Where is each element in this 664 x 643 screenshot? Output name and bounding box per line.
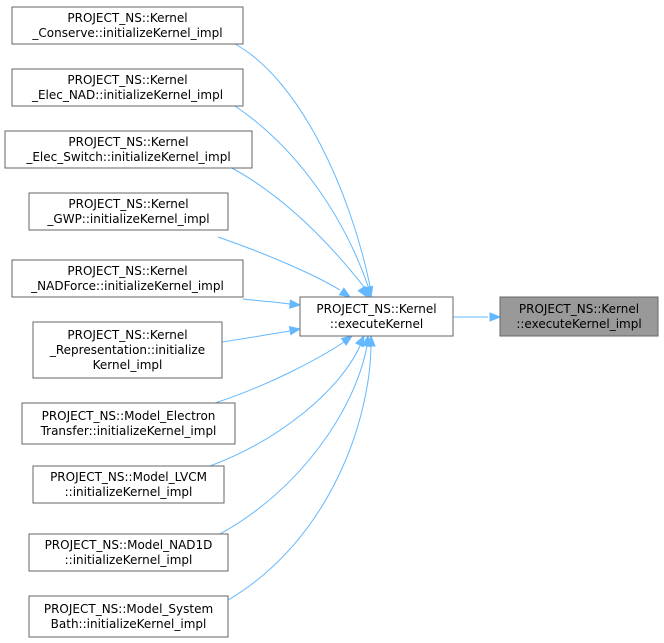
arrowhead [357, 285, 368, 299]
edge-c10-to-hub [227, 334, 376, 601]
node-label-line: PROJECT_NS::Kernel [67, 11, 187, 25]
edge-line [234, 105, 369, 287]
node-box [299, 296, 454, 337]
arrowhead [340, 335, 354, 346]
caller-node-1[interactable]: PROJECT_NS::Kernel_Conserve::initializeK… [11, 6, 244, 45]
node-label-line: PROJECT_NS::Kernel [67, 264, 187, 278]
caller-node-2[interactable]: PROJECT_NS::Kernel_Elec_NAD::initializeK… [11, 68, 244, 107]
edge-c8-to-hub [209, 334, 365, 467]
node-box [28, 595, 229, 638]
node-label-line: PROJECT_NS::Kernel [316, 302, 436, 316]
caller-node-4[interactable]: PROJECT_NS::Kernel_GWP::initializeKernel… [28, 192, 229, 231]
caller-node-10[interactable]: PROJECT_NS::Model_SystemBath::initialize… [28, 595, 229, 638]
arrowhead [289, 299, 302, 309]
arrowhead [366, 334, 376, 347]
caller-node-9[interactable]: PROJECT_NS::Model_NAD1D::initializeKerne… [28, 533, 229, 572]
node-label-line: _Conserve::initializeKernel_impl [31, 26, 222, 40]
node-box [499, 296, 659, 337]
node-label-line: _Representation::initialize [49, 343, 205, 357]
node-box [11, 259, 244, 298]
node-label-line: ::executeKernel_impl [516, 317, 641, 331]
nodes: PROJECT_NS::Kernel_Conserve::initializeK… [4, 6, 659, 638]
edges [209, 43, 502, 601]
node-box [4, 130, 253, 169]
node-label-line: Kernel_impl [93, 358, 163, 372]
node-label-line: Transfer::initializeKernel_impl [40, 424, 217, 438]
edge-hub-to-focus [453, 312, 502, 322]
edge-line [217, 236, 341, 291]
node-label-line: _GWP::initializeKernel_impl [46, 212, 209, 226]
edge-line [227, 345, 372, 601]
node-label-line: PROJECT_NS::Kernel [68, 197, 188, 211]
node-box [11, 68, 244, 107]
hub-node-executeKernel[interactable]: PROJECT_NS::Kernel::executeKernel [299, 296, 454, 337]
node-label-line: ::executeKernel [330, 317, 423, 331]
node-label-line: PROJECT_NS::Kernel [67, 328, 187, 342]
focus-node-executeKernel-impl[interactable]: PROJECT_NS::Kernel::executeKernel_impl [499, 296, 659, 337]
edge-line [242, 298, 291, 305]
node-label-line: _Elec_NAD::initializeKernel_impl [31, 88, 223, 102]
edge-c5-to-hub [242, 298, 302, 309]
arrowhead [489, 312, 502, 322]
node-label-line: Bath::initializeKernel_impl [51, 617, 207, 631]
edge-c9-to-hub [219, 334, 371, 535]
edge-line [214, 341, 345, 404]
node-label-line: PROJECT_NS::Model_Electron [42, 409, 216, 423]
node-label-line: _NADForce::initializeKernel_impl [30, 279, 224, 293]
edge-c7-to-hub [214, 335, 354, 404]
edge-line [234, 43, 371, 287]
edge-line [219, 345, 368, 535]
node-label-line: PROJECT_NS::Model_LVCM [50, 470, 207, 484]
node-label-line: ::initializeKernel_impl [65, 553, 193, 567]
node-label-line: PROJECT_NS::Kernel [67, 73, 187, 87]
node-box [32, 465, 225, 504]
node-label-line: ::initializeKernel_impl [65, 485, 193, 499]
arrowhead [288, 326, 302, 336]
caller-node-6[interactable]: PROJECT_NS::Kernel_Representation::initi… [32, 321, 223, 379]
node-label-line: PROJECT_NS::Model_NAD1D [45, 538, 213, 552]
edge-line [231, 167, 365, 288]
node-box [28, 192, 229, 231]
caller-node-7[interactable]: PROJECT_NS::Model_ElectronTransfer::init… [21, 402, 236, 445]
node-label-line: _Elec_Switch::initializeKernel_impl [25, 150, 230, 164]
edge-c2-to-hub [234, 105, 371, 299]
edge-c3-to-hub [231, 167, 368, 299]
edge-line [209, 345, 361, 467]
caller-node-3[interactable]: PROJECT_NS::Kernel_Elec_Switch::initiali… [4, 130, 253, 169]
node-box [32, 321, 223, 379]
node-box [21, 402, 236, 445]
caller-node-8[interactable]: PROJECT_NS::Model_LVCM::initializeKernel… [32, 465, 225, 504]
arrowhead [338, 287, 352, 298]
edge-line [221, 330, 291, 343]
edge-c4-to-hub [217, 236, 352, 298]
edge-c6-to-hub [221, 326, 302, 343]
node-label-line: PROJECT_NS::Kernel [68, 135, 188, 149]
node-label-line: PROJECT_NS::Model_System [44, 602, 213, 616]
arrowhead [355, 334, 365, 348]
node-box [28, 533, 229, 572]
node-box [11, 6, 244, 45]
node-label-line: PROJECT_NS::Kernel [519, 302, 639, 316]
caller-node-5[interactable]: PROJECT_NS::Kernel_NADForce::initializeK… [11, 259, 244, 298]
